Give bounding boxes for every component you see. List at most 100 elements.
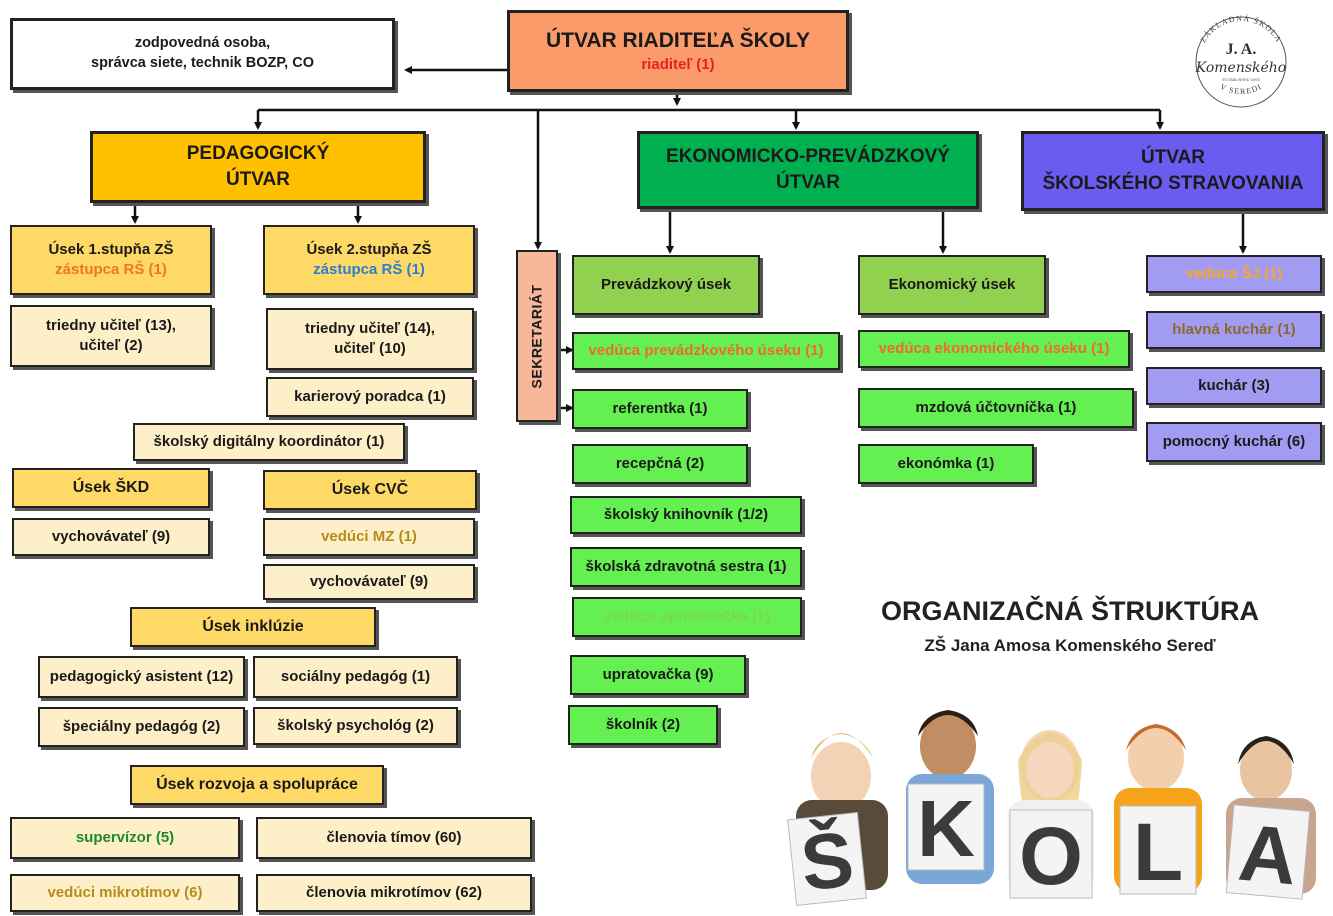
usek2-title: Úsek 2.stupňa ZŠ	[306, 240, 432, 258]
letter-card-1: K	[917, 784, 975, 873]
str-item-0-label: vedúca ŠJ (1)	[1185, 264, 1283, 282]
ped-title1: PEDAGOGICKÝ	[186, 143, 330, 165]
digital-coordinator: školský digitálny koordinátor (1)	[133, 423, 405, 461]
rozvoj-box: Úsek rozvoja a spolupráce	[130, 765, 384, 805]
str-item-1-label: hlavná kuchár (1)	[1172, 320, 1296, 338]
svg-text:ZÁKLADNÁ ŠKOLA: ZÁKLADNÁ ŠKOLA	[1198, 14, 1283, 44]
prev-item-5-label: upratovačka (9)	[602, 665, 714, 683]
str-item-2: kuchár (3)	[1146, 367, 1322, 405]
str-item-3: pomocný kuchár (6)	[1146, 422, 1322, 462]
rozvoj-c2: členovia tímov (60)	[256, 817, 532, 859]
prev-section-box: Prevádzkový úsek	[572, 255, 760, 315]
usek2-cell2: učiteľ (10)	[334, 340, 406, 357]
ekon-item-1: ekonómka (1)	[858, 444, 1034, 484]
str-item-0: vedúca ŠJ (1)	[1146, 255, 1322, 293]
prev-item-0: referentka (1)	[572, 389, 748, 429]
usek2-lead: zástupca RŠ (1)	[313, 261, 425, 278]
staff-line1: zodpovedná osoba,	[134, 35, 271, 52]
usek1-teachers: triedny učiteľ (13), učiteľ (2)	[10, 305, 212, 367]
usek1-title: Úsek 1.stupňa ZŠ	[48, 240, 174, 258]
svg-text:V SEREDI: V SEREDI	[1218, 82, 1263, 96]
str-item-1: hlavná kuchár (1)	[1146, 311, 1322, 349]
prev-item-4-label: vedúca upratovačka (1)	[603, 607, 771, 625]
usek1-box: Úsek 1.stupňa ZŠ zástupca RŠ (1)	[10, 225, 212, 295]
ekon-section-box: Ekonomický úsek	[858, 255, 1046, 315]
prev-lead: vedúca prevádzkového úseku (1)	[572, 332, 840, 370]
prev-title: Prevádzkový úsek	[600, 275, 732, 293]
school-logo: ZÁKLADNÁ ŠKOLA J. A. Komenského ESTABLIS…	[1195, 14, 1287, 108]
inkluzia-c4: školský psychológ (2)	[253, 707, 458, 745]
inkluzia-title: Úsek inklúzie	[202, 618, 304, 636]
inkluzia-c1-label: pedagogický asistent (12)	[49, 667, 234, 685]
inkluzia-c2: sociálny pedagóg (1)	[253, 656, 458, 698]
director-role: riaditeľ (1)	[641, 56, 715, 74]
inkluzia-c2-label: sociálny pedagóg (1)	[280, 667, 431, 685]
career-advisor: karierový poradca (1)	[266, 377, 474, 417]
usek1-cell1: triedny učiteľ (13),	[46, 316, 176, 334]
cvc-lead-label: vedúci MZ (1)	[321, 527, 417, 545]
usek1-cell2: učiteľ (2)	[79, 337, 143, 354]
str-title1: ÚTVAR	[1140, 147, 1206, 169]
staff-line2: správca siete, technik BOZP, CO	[91, 55, 314, 71]
prev-item-6-label: školník (2)	[605, 715, 681, 733]
usek2-box: Úsek 2.stupňa ZŠ zástupca RŠ (1)	[263, 225, 475, 295]
rozvoj-c1: supervízor (5)	[10, 817, 240, 859]
prev-item-3-label: školská zdravotná sestra (1)	[585, 557, 787, 575]
school-name-subtitle: ZŠ Jana Amosa Komenského Sereď	[924, 636, 1216, 655]
prev-item-6: školník (2)	[568, 705, 718, 745]
rozvoj-title: Úsek rozvoja a spolupráce	[156, 776, 358, 794]
prev-item-0-label: referentka (1)	[612, 399, 708, 417]
logo-name2: Komenského	[1195, 60, 1287, 76]
str-title2: ŠKOLSKÉHO STRAVOVANIA	[1042, 173, 1304, 194]
skd-title: Úsek ŠKD	[72, 479, 150, 497]
cvc-cell-label: vychovávateľ (9)	[309, 572, 429, 590]
cvc-title: Úsek CVČ	[331, 481, 409, 499]
letter-card-3: L	[1133, 807, 1183, 898]
letter-cards: Š K O L A	[787, 783, 1311, 907]
cvc-cell: vychovávateľ (9)	[263, 564, 475, 600]
rozvoj-c2-label: členovia tímov (60)	[326, 828, 462, 846]
rozvoj-c3-label: vedúci mikrotímov (6)	[47, 883, 203, 901]
cvc-lead: vedúci MZ (1)	[263, 518, 475, 556]
prev-item-2-label: školský knihovník (1/2)	[603, 505, 769, 523]
logo-arc-bottom: V SEREDI	[1218, 82, 1262, 96]
director-unit-title: ÚTVAR RIADITEĽA ŠKOLY	[545, 28, 811, 52]
inkluzia-c3-label: špeciálny pedagóg (2)	[62, 717, 221, 735]
skd-cell-label: vychovávateľ (9)	[51, 527, 171, 545]
rozvoj-c4: členovia mikrotímov (62)	[256, 874, 532, 912]
prev-item-1-label: recepčná (2)	[615, 454, 705, 472]
cvc-box: Úsek CVČ	[263, 470, 477, 510]
secretariat-box: SEKRETARIÁT	[516, 250, 558, 422]
staff-box: zodpovedná osoba, správca siete, technik…	[10, 18, 395, 90]
prev-item-4: vedúca upratovačka (1)	[572, 597, 802, 637]
usek2-teachers: triedny učiteľ (14), učiteľ (10)	[266, 308, 474, 370]
prev-lead-label: vedúca prevádzkového úseku (1)	[588, 341, 824, 359]
ekon-lead: vedúca ekonomického úseku (1)	[858, 330, 1130, 368]
usek2-cell1: triedny učiteľ (14),	[305, 319, 435, 337]
inkluzia-box: Úsek inklúzie	[130, 607, 376, 647]
pedagogical-unit-box: PEDAGOGICKÝ ÚTVAR	[90, 131, 426, 203]
ekon-item-1-label: ekonómka (1)	[897, 454, 995, 472]
usek1-lead: zástupca RŠ (1)	[55, 261, 167, 278]
skd-cell: vychovávateľ (9)	[12, 518, 210, 556]
logo-arc-top: ZÁKLADNÁ ŠKOLA	[1198, 14, 1282, 44]
career-label: karierový poradca (1)	[294, 387, 446, 405]
secretariat-label: SEKRETARIÁT	[528, 283, 545, 389]
digital-label: školský digitálny koordinátor (1)	[153, 432, 385, 450]
ekon-title: Ekonomický úsek	[888, 275, 1016, 293]
children-photo: Š K O L A	[787, 710, 1316, 907]
letter-card-4: A	[1235, 808, 1300, 902]
director-unit-box: ÚTVAR RIADITEĽA ŠKOLY riaditeľ (1)	[507, 10, 849, 92]
rozvoj-c3: vedúci mikrotímov (6)	[10, 874, 240, 912]
rozvoj-c1-label: supervízor (5)	[75, 828, 175, 846]
ekon-lead-label: vedúca ekonomického úseku (1)	[878, 339, 1110, 357]
logo-est: ESTABLISHED 1993	[1222, 77, 1260, 82]
inkluzia-c3: špeciálny pedagóg (2)	[38, 707, 245, 747]
str-item-2-label: kuchár (3)	[1198, 376, 1270, 394]
catering-unit-box: ÚTVAR ŠKOLSKÉHO STRAVOVANIA	[1021, 131, 1325, 211]
letter-card-2: O	[1019, 811, 1083, 902]
prev-item-2: školský knihovník (1/2)	[570, 496, 802, 534]
prev-item-3: školská zdravotná sestra (1)	[570, 547, 802, 587]
inkluzia-c1: pedagogický asistent (12)	[38, 656, 245, 698]
